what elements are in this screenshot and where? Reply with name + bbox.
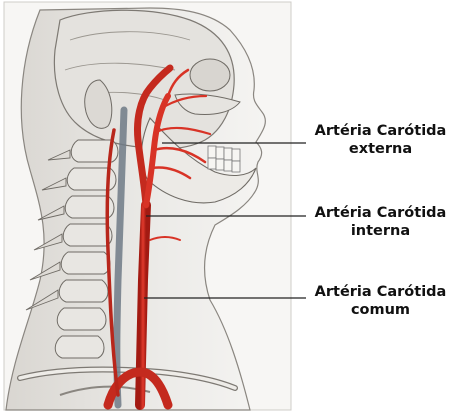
label-internal-line1: Artéria Carótida bbox=[306, 204, 455, 222]
label-internal-carotid: Artéria Carótida interna bbox=[306, 204, 455, 240]
label-common-line1: Artéria Carótida bbox=[306, 283, 455, 301]
label-common-line2: comum bbox=[306, 301, 455, 319]
label-common-carotid: Artéria Carótida comum bbox=[306, 283, 455, 319]
orbit bbox=[190, 59, 230, 91]
label-external-line1: Artéria Carótida bbox=[306, 122, 455, 140]
label-external-carotid: Artéria Carótida externa bbox=[306, 122, 455, 158]
teeth bbox=[208, 146, 240, 172]
label-internal-line2: interna bbox=[306, 222, 455, 240]
label-external-line2: externa bbox=[306, 140, 455, 158]
